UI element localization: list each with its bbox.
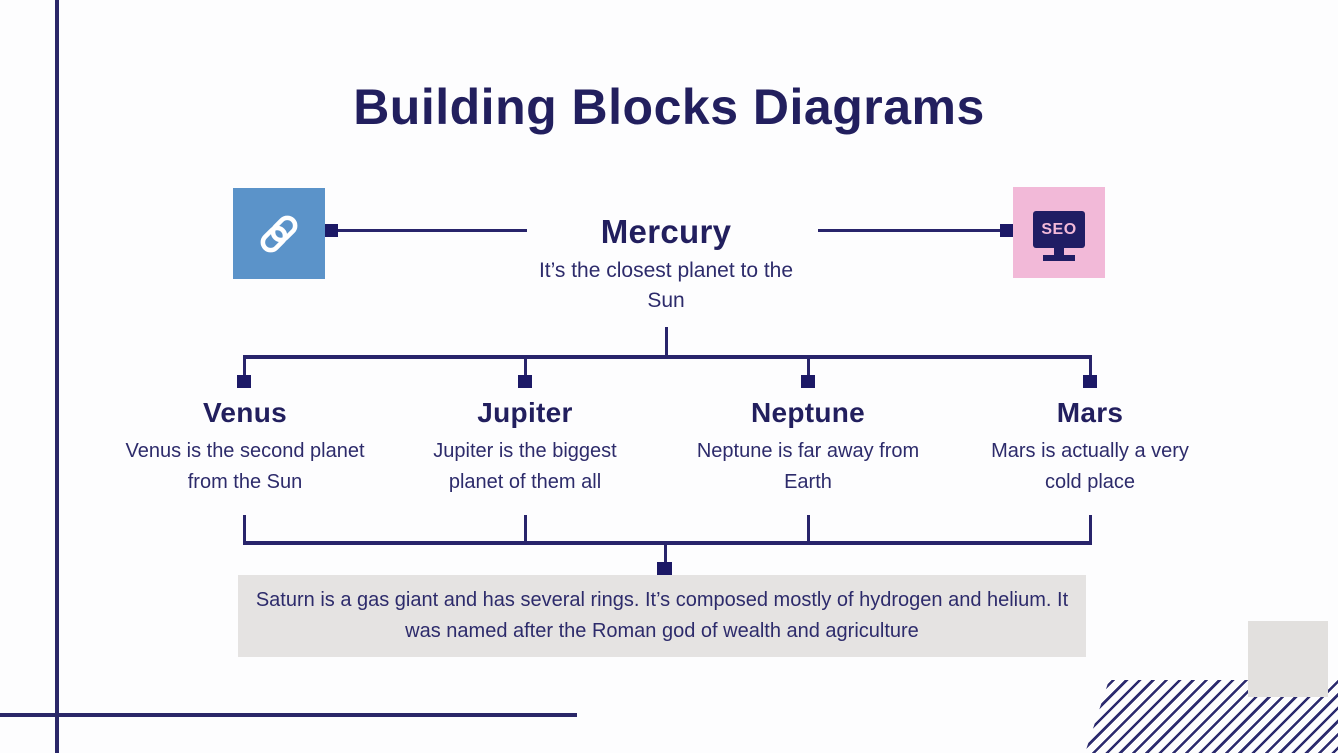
connector-line-right [818,229,1000,232]
node-jupiter: Jupiter Jupiter is the biggest planet of… [400,396,650,498]
tree-terminal-1 [237,375,251,388]
gray-square-decoration [1248,621,1328,697]
node-description: Neptune is far away from Earth [696,440,920,493]
node-venus: Venus Venus is the second planet from th… [120,396,370,498]
node-description: Mars is actually a very cold place [991,440,1189,493]
tree-riser-3 [807,515,810,542]
tree-drop-2 [524,359,527,376]
chain-link-glyph [260,215,298,252]
node-title: Venus [203,397,287,428]
saturn-note-text: Saturn is a gas giant and has several ri… [255,589,1069,642]
monitor-neck [1054,248,1064,255]
page-title: Building Blocks Diagrams [353,79,985,135]
node-title: Mercury [600,213,732,250]
tree-terminal-4 [1083,375,1097,388]
tree-terminal-bottom [657,562,672,575]
connector-terminal-right [1000,224,1013,237]
tree-drop-4 [1089,359,1092,376]
seo-label: SEO [1041,220,1077,238]
tree-horizontal-bottom [243,541,1092,545]
tree-terminal-3 [801,375,815,388]
monitor-screen: SEO [1033,211,1085,248]
monitor-base [1043,255,1075,261]
tree-riser-1 [243,515,246,542]
saturn-note-box: Saturn is a gas giant and has several ri… [238,575,1086,657]
node-mercury: Mercury It’s the closest planet to the S… [516,213,816,316]
bottom-horizontal-accent-line [0,713,577,717]
tree-terminal-2 [518,375,532,388]
node-title: Mars [1056,397,1124,428]
node-title: Jupiter [477,397,573,428]
link-icon [233,188,325,279]
tree-riser-2 [524,515,527,542]
tree-drop-1 [243,359,246,376]
connector-terminal-left [325,224,338,237]
node-description: It’s the closest planet to the Sun [538,259,794,312]
tree-riser-4 [1089,515,1092,542]
tree-stem-bottom [664,545,667,563]
node-neptune: Neptune Neptune is far away from Earth [683,396,933,498]
node-description: Venus is the second planet from the Sun [125,440,365,493]
node-mars: Mars Mars is actually a very cold place [965,396,1215,498]
connector-line-left [338,229,527,232]
left-vertical-accent-line [55,0,59,753]
node-description: Jupiter is the biggest planet of them al… [433,440,617,493]
tree-stem-top [665,327,668,356]
tree-drop-3 [807,359,810,376]
node-title: Neptune [750,397,866,428]
seo-monitor-icon: SEO [1013,187,1105,278]
tree-horizontal-top [243,355,1092,359]
